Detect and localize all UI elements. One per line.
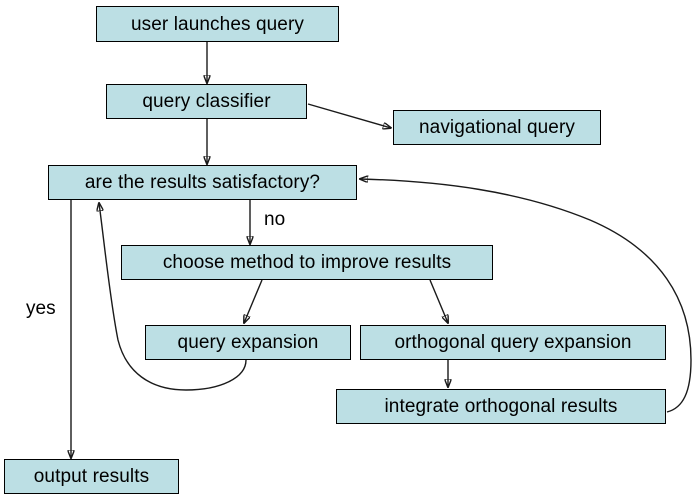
edge-integrate-back-to-satisfactory — [360, 179, 692, 413]
node-user-launches-query[interactable]: user launches query — [96, 6, 339, 42]
edge-choose-to-query-expansion — [244, 279, 263, 323]
node-label: query classifier — [142, 91, 271, 112]
node-choose-method-to-improve-results[interactable]: choose method to improve results — [121, 245, 493, 280]
edge-label-yes: yes — [26, 298, 56, 319]
edge-choose-to-orthogonal-expansion — [429, 279, 448, 323]
node-integrate-orthogonal-results[interactable]: integrate orthogonal results — [336, 389, 666, 424]
node-are-the-results-satisfactory[interactable]: are the results satisfactory? — [48, 165, 357, 200]
node-label: navigational query — [418, 117, 576, 138]
edge-label-no: no — [264, 209, 286, 230]
node-output-results[interactable]: output results — [4, 459, 179, 494]
node-label: user launches query — [130, 13, 304, 35]
node-label: choose method to improve results — [162, 252, 452, 273]
node-label: integrate orthogonal results — [384, 396, 618, 417]
node-label: query expansion — [177, 332, 319, 353]
node-label: output results — [33, 466, 150, 487]
node-query-expansion[interactable]: query expansion — [145, 325, 351, 360]
node-label: are the results satisfactory? — [84, 172, 321, 193]
node-orthogonal-query-expansion[interactable]: orthogonal query expansion — [360, 325, 666, 360]
node-label: orthogonal query expansion — [394, 332, 632, 353]
edge-query-expansion-back-to-satisfactory — [99, 203, 247, 391]
node-query-classifier[interactable]: query classifier — [106, 84, 307, 119]
edge-classifier-to-navigational — [307, 103, 391, 128]
node-navigational-query[interactable]: navigational query — [393, 110, 601, 145]
